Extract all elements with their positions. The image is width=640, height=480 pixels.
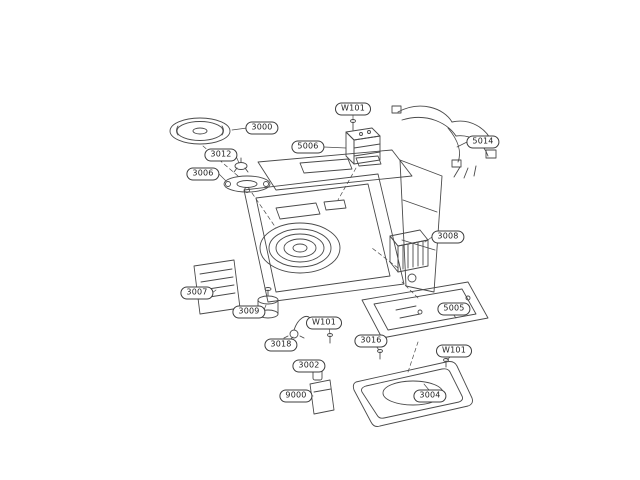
callout-3008: 3008 bbox=[431, 230, 465, 244]
callout-5006: 5006 bbox=[291, 140, 325, 154]
callout-3016: 3016 bbox=[354, 334, 388, 348]
callout-9000: 9000 bbox=[279, 389, 313, 403]
oven-side-panel-drawing bbox=[399, 159, 443, 293]
screw-w101-right-drawing bbox=[443, 358, 449, 368]
callout-3004: 3004 bbox=[413, 389, 447, 403]
base-bracket-drawing bbox=[361, 281, 489, 339]
screw-3016-drawing bbox=[377, 349, 383, 360]
cover-drawing bbox=[309, 379, 335, 415]
callout-w101-right: W101 bbox=[436, 344, 472, 358]
screw-w101-mid-drawing bbox=[327, 333, 333, 344]
transformer-drawing bbox=[345, 127, 381, 165]
callout-3002: 3002 bbox=[292, 359, 326, 373]
callout-3018: 3018 bbox=[264, 338, 298, 352]
callout-3006: 3006 bbox=[186, 167, 220, 181]
callout-5014: 5014 bbox=[466, 135, 500, 149]
oven-top-panel-drawing bbox=[257, 149, 413, 191]
callout-3000: 3000 bbox=[245, 121, 279, 135]
callout-3007: 3007 bbox=[180, 286, 214, 300]
callout-3012: 3012 bbox=[204, 148, 238, 162]
callout-leader-lines bbox=[211, 113, 468, 397]
callout-3009: 3009 bbox=[232, 305, 266, 319]
oven-cavity-drawing bbox=[243, 173, 405, 303]
drip-tray-drawing bbox=[352, 361, 473, 427]
glass-tray-drawing bbox=[169, 117, 231, 145]
callout-w101-mid: W101 bbox=[306, 316, 342, 330]
magnetron-drawing bbox=[389, 229, 429, 283]
roller-ring-drawing bbox=[223, 175, 271, 193]
callout-w101-top: W101 bbox=[335, 102, 371, 116]
coupler-drawing bbox=[233, 157, 249, 173]
callout-5005: 5005 bbox=[437, 302, 471, 316]
screw-w101-top-drawing bbox=[350, 119, 356, 131]
